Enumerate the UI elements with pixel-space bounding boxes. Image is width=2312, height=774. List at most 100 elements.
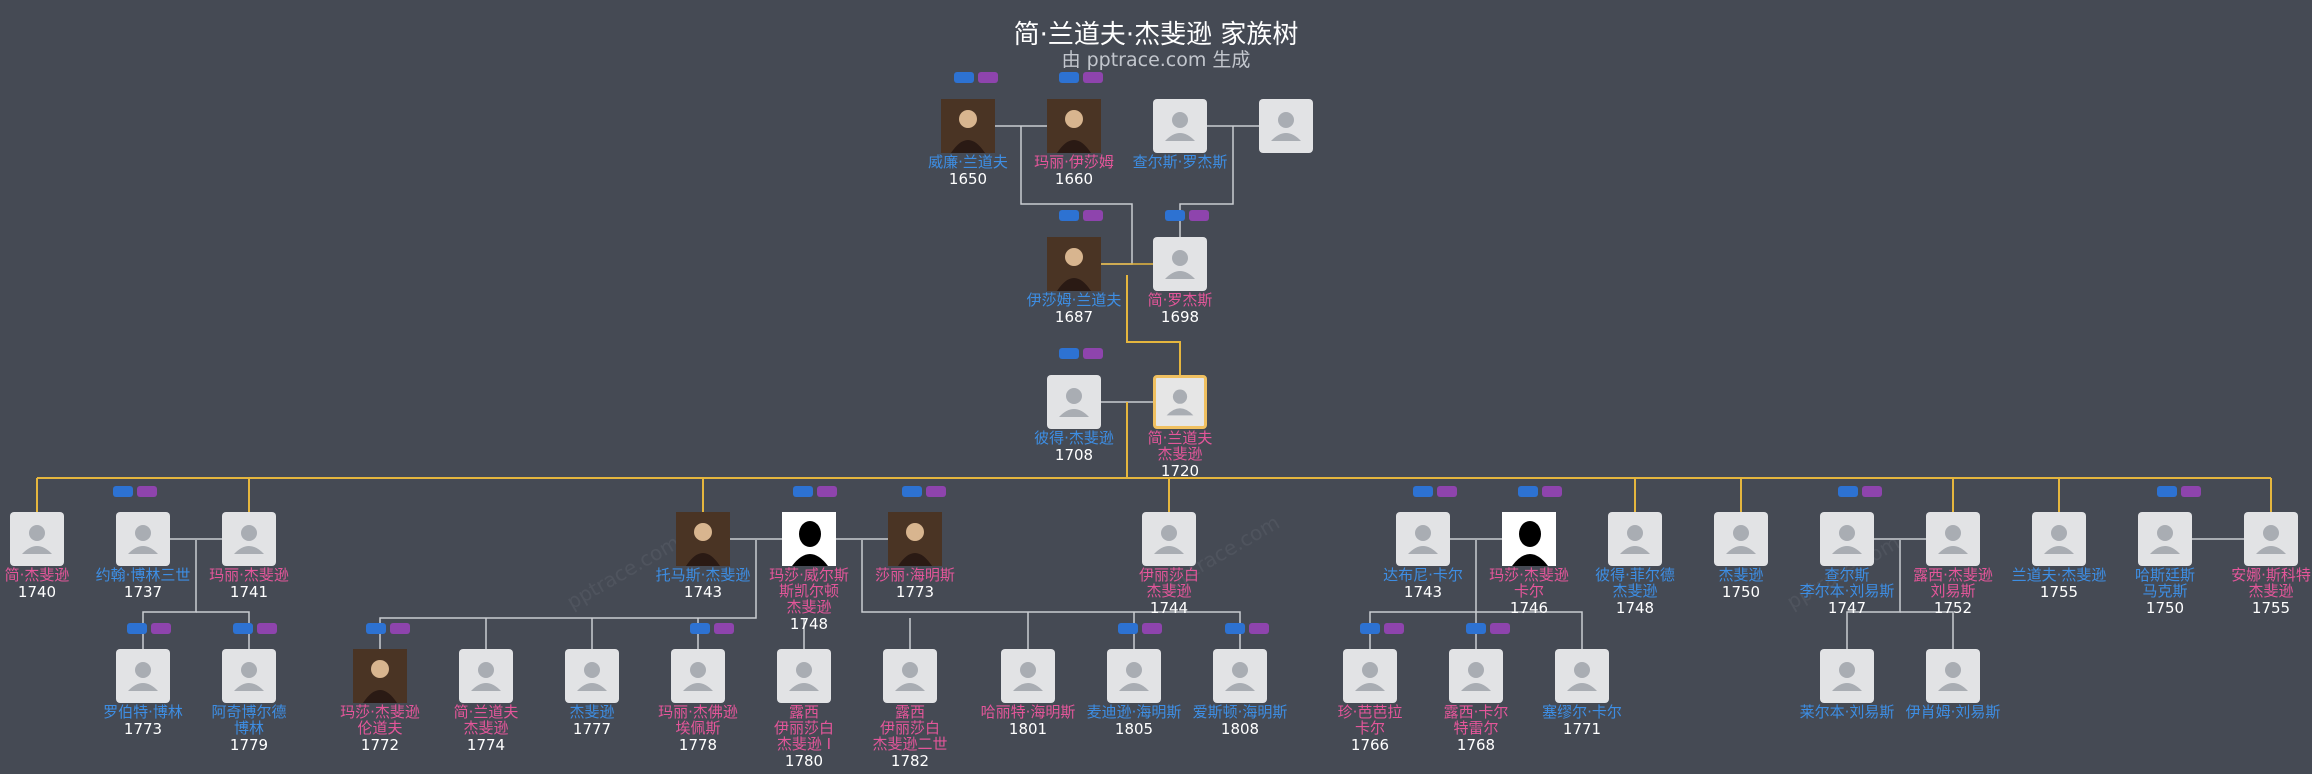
person-placeholder-icon[interactable] xyxy=(1343,649,1397,703)
spouse-toggle-badge[interactable] xyxy=(1142,623,1162,634)
family-toggle-badge[interactable] xyxy=(1225,623,1245,634)
person-name: 伊肖姆·刘易斯 xyxy=(1905,703,2001,721)
spouse-toggle-badge[interactable] xyxy=(926,486,946,497)
person-name: 露西·杰斐逊刘易斯 xyxy=(1913,566,1993,600)
person-placeholder-icon[interactable] xyxy=(1001,649,1055,703)
person-placeholder-icon[interactable] xyxy=(1820,649,1874,703)
person-placeholder-icon[interactable] xyxy=(1047,375,1101,429)
spouse-toggle-badge[interactable] xyxy=(817,486,837,497)
person-placeholder-icon[interactable] xyxy=(1555,649,1609,703)
family-toggle-badge[interactable] xyxy=(366,623,386,634)
portrait-icon[interactable] xyxy=(1047,237,1101,291)
spouse-toggle-badge[interactable] xyxy=(257,623,277,634)
person-name: 托马斯·杰斐逊 xyxy=(655,566,751,584)
person-placeholder-icon[interactable] xyxy=(1608,512,1662,566)
family-toggle-badge[interactable] xyxy=(1165,210,1185,221)
person-placeholder-icon[interactable] xyxy=(883,649,937,703)
portrait-icon[interactable] xyxy=(353,649,407,703)
family-toggle-badge[interactable] xyxy=(1838,486,1858,497)
family-toggle-badge[interactable] xyxy=(127,623,147,634)
birth-year: 1780 xyxy=(784,752,824,770)
person-name: 彼得·菲尔德杰斐逊 xyxy=(1595,566,1675,600)
person-placeholder-icon[interactable] xyxy=(1259,99,1313,153)
family-toggle-badge[interactable] xyxy=(954,72,974,83)
spouse-toggle-badge[interactable] xyxy=(714,623,734,634)
portrait-icon[interactable] xyxy=(676,512,730,566)
family-toggle-badge[interactable] xyxy=(1518,486,1538,497)
family-toggle-badge[interactable] xyxy=(113,486,133,497)
silhouette-icon[interactable] xyxy=(1502,512,1556,566)
person-name: 简·杰斐逊 xyxy=(4,566,70,584)
person-placeholder-icon[interactable] xyxy=(1153,375,1207,429)
birth-year: 1650 xyxy=(948,170,988,188)
spouse-toggle-badge[interactable] xyxy=(1437,486,1457,497)
family-toggle-badge[interactable] xyxy=(902,486,922,497)
spouse-toggle-badge[interactable] xyxy=(1862,486,1882,497)
spouse-toggle-badge[interactable] xyxy=(137,486,157,497)
person-placeholder-icon[interactable] xyxy=(1926,512,1980,566)
person-placeholder-icon[interactable] xyxy=(222,512,276,566)
spouse-toggle-badge[interactable] xyxy=(2181,486,2201,497)
person-name: 莎丽·海明斯 xyxy=(875,566,955,584)
person-placeholder-icon[interactable] xyxy=(2244,512,2298,566)
person-name: 玛莎·杰斐逊卡尔 xyxy=(1489,566,1569,600)
spouse-toggle-badge[interactable] xyxy=(1083,72,1103,83)
person-placeholder-icon[interactable] xyxy=(1153,99,1207,153)
spouse-toggle-badge[interactable] xyxy=(1490,623,1510,634)
person-placeholder-icon[interactable] xyxy=(222,649,276,703)
family-toggle-badge[interactable] xyxy=(1059,72,1079,83)
portrait-icon[interactable] xyxy=(888,512,942,566)
person-placeholder-icon[interactable] xyxy=(1926,649,1980,703)
spouse-toggle-badge[interactable] xyxy=(1083,348,1103,359)
person-placeholder-icon[interactable] xyxy=(10,512,64,566)
descent-line xyxy=(1476,611,1583,649)
family-toggle-badge[interactable] xyxy=(690,623,710,634)
spouse-toggle-badge[interactable] xyxy=(1189,210,1209,221)
portrait-icon[interactable] xyxy=(1047,99,1101,153)
person-placeholder-icon[interactable] xyxy=(565,649,619,703)
person-placeholder-icon[interactable] xyxy=(1107,649,1161,703)
spouse-toggle-badge[interactable] xyxy=(390,623,410,634)
family-toggle-badge[interactable] xyxy=(233,623,253,634)
family-toggle-badge[interactable] xyxy=(1413,486,1433,497)
silhouette-icon[interactable] xyxy=(782,512,836,566)
portrait-icon[interactable] xyxy=(941,99,995,153)
family-toggle-badge[interactable] xyxy=(1360,623,1380,634)
family-toggle-badge[interactable] xyxy=(1466,623,1486,634)
person-placeholder-icon[interactable] xyxy=(1714,512,1768,566)
birth-year: 1777 xyxy=(572,720,612,738)
family-toggle-badge[interactable] xyxy=(2157,486,2177,497)
person-placeholder-icon[interactable] xyxy=(116,649,170,703)
person-placeholder-icon[interactable] xyxy=(1153,237,1207,291)
family-toggle-badge[interactable] xyxy=(1118,623,1138,634)
person-placeholder-icon[interactable] xyxy=(2032,512,2086,566)
person-placeholder-icon[interactable] xyxy=(1449,649,1503,703)
spouse-toggle-badge[interactable] xyxy=(1542,486,1562,497)
family-toggle-badge[interactable] xyxy=(793,486,813,497)
spouse-toggle-badge[interactable] xyxy=(1384,623,1404,634)
spouse-toggle-badge[interactable] xyxy=(978,72,998,83)
person-placeholder-icon[interactable] xyxy=(459,649,513,703)
person-name: 珍·芭芭拉卡尔 xyxy=(1337,703,1403,737)
birth-year: 1720 xyxy=(1160,462,1200,480)
spouse-toggle-badge[interactable] xyxy=(151,623,171,634)
person-placeholder-icon[interactable] xyxy=(1396,512,1450,566)
person-placeholder-icon[interactable] xyxy=(116,512,170,566)
family-toggle-badge[interactable] xyxy=(1059,348,1079,359)
person-placeholder-icon[interactable] xyxy=(671,649,725,703)
person-name: 玛丽·杰佛逊埃佩斯 xyxy=(658,703,738,737)
spouse-toggle-badge[interactable] xyxy=(1249,623,1269,634)
person-placeholder-icon[interactable] xyxy=(1820,512,1874,566)
spouse-toggle-badge[interactable] xyxy=(1083,210,1103,221)
person-placeholder-icon[interactable] xyxy=(1213,649,1267,703)
person-name: 莱尔本·刘易斯 xyxy=(1799,703,1895,721)
person-placeholder-icon[interactable] xyxy=(2138,512,2192,566)
person-placeholder-icon[interactable] xyxy=(777,649,831,703)
birth-year: 1808 xyxy=(1220,720,1260,738)
birth-year: 1750 xyxy=(2145,599,2185,617)
birth-year: 1740 xyxy=(17,583,57,601)
family-toggle-badge[interactable] xyxy=(1059,210,1079,221)
highlight-line xyxy=(1126,275,1181,375)
birth-year: 1660 xyxy=(1054,170,1094,188)
person-placeholder-icon[interactable] xyxy=(1142,512,1196,566)
